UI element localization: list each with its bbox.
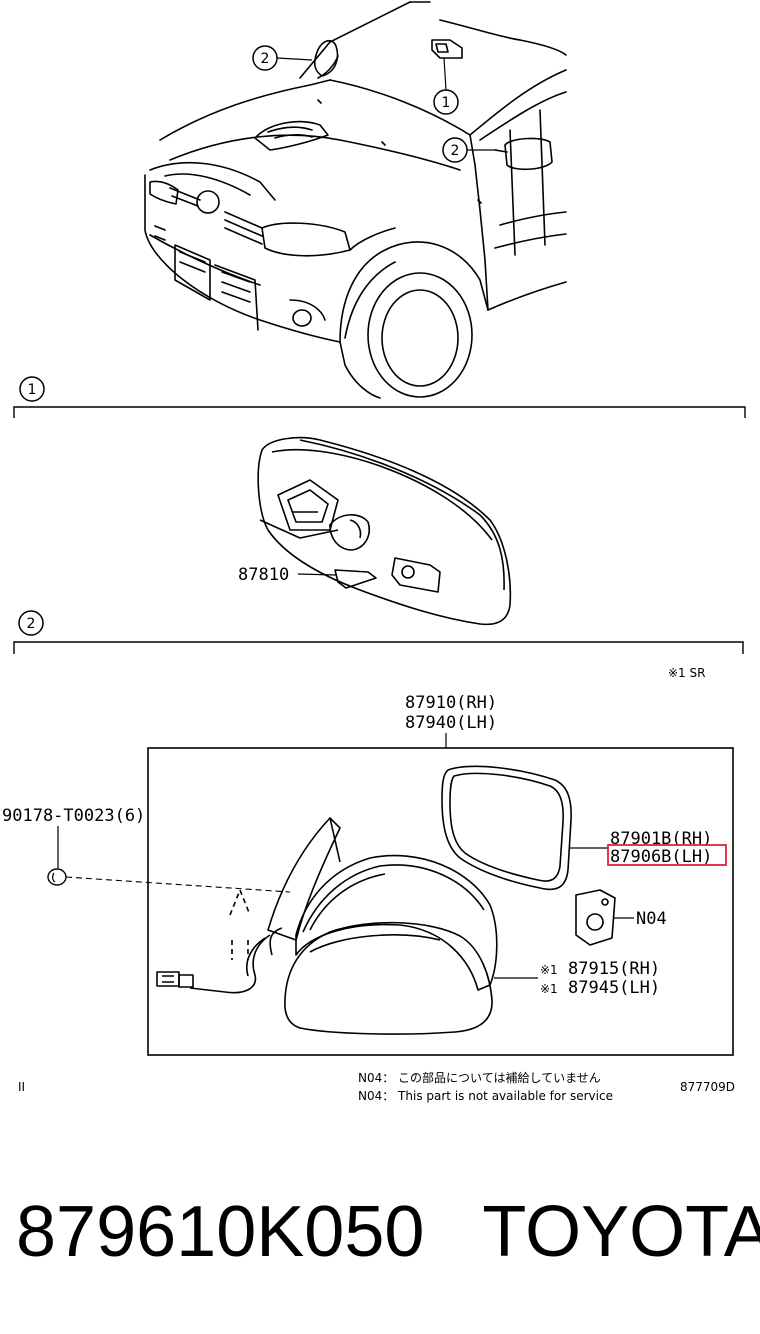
note-n04-jp: N04： この部品については補給していません	[358, 1070, 601, 1085]
section-2-header: 2	[13, 610, 744, 654]
svg-text:87901B(RH): 87901B(RH)	[610, 829, 712, 849]
sr-note: ※1 SR	[668, 666, 705, 680]
assembly-box	[147, 747, 734, 1056]
section-1-header: 1	[13, 376, 746, 418]
label-screw: 90178-T0023(6)	[2, 806, 291, 893]
svg-text:※1: ※1	[540, 963, 558, 977]
label-glass: 87901B(RH) 87906B(LH)	[570, 829, 727, 867]
svg-text:87906B(LH): 87906B(LH)	[610, 847, 712, 867]
svg-text:N04: N04	[636, 909, 667, 929]
svg-text:87915(RH): 87915(RH)	[568, 959, 660, 979]
vehicle-callouts: 2 1 2	[252, 45, 497, 163]
svg-text:87910(RH): 87910(RH)	[405, 693, 497, 713]
inner-mirror-illustration	[257, 436, 512, 626]
callout-2-right: 2	[442, 137, 497, 163]
vehicle-illustration	[144, 1, 567, 399]
svg-text:2: 2	[27, 616, 36, 632]
screw-icon	[47, 868, 67, 886]
label-87810: 87810	[238, 565, 337, 585]
left-mark: II	[18, 1080, 25, 1094]
svg-text:87810: 87810	[238, 565, 289, 585]
svg-text:2: 2	[451, 143, 460, 159]
highlight-box	[607, 844, 727, 866]
svg-text:※1: ※1	[540, 982, 558, 996]
outer-mirror-illustration	[156, 765, 616, 1035]
part-caption: 879610K050 TOYOTA	[16, 1190, 760, 1274]
svg-text:87945(LH): 87945(LH)	[568, 978, 660, 998]
drawing-code: 877709D	[680, 1080, 735, 1094]
label-cover: ※1 87915(RH) ※1 87945(LH)	[494, 959, 660, 998]
label-outer-mirror: 87910(RH) 87940(LH)	[405, 693, 497, 748]
callout-1-upper: 1	[433, 57, 459, 115]
caption-brand: TOYOTA	[482, 1192, 760, 1272]
callout-2-upper-left: 2	[252, 45, 313, 71]
svg-text:90178-T0023(6): 90178-T0023(6)	[2, 806, 145, 826]
svg-text:2: 2	[261, 51, 270, 67]
caption-part-number: 879610K050	[16, 1192, 425, 1272]
svg-text:1: 1	[28, 382, 37, 398]
svg-text:1: 1	[442, 95, 451, 111]
label-n04: N04	[614, 909, 667, 929]
note-n04-en: N04： This part is not available for serv…	[358, 1089, 613, 1103]
svg-text:87940(LH): 87940(LH)	[405, 713, 497, 733]
